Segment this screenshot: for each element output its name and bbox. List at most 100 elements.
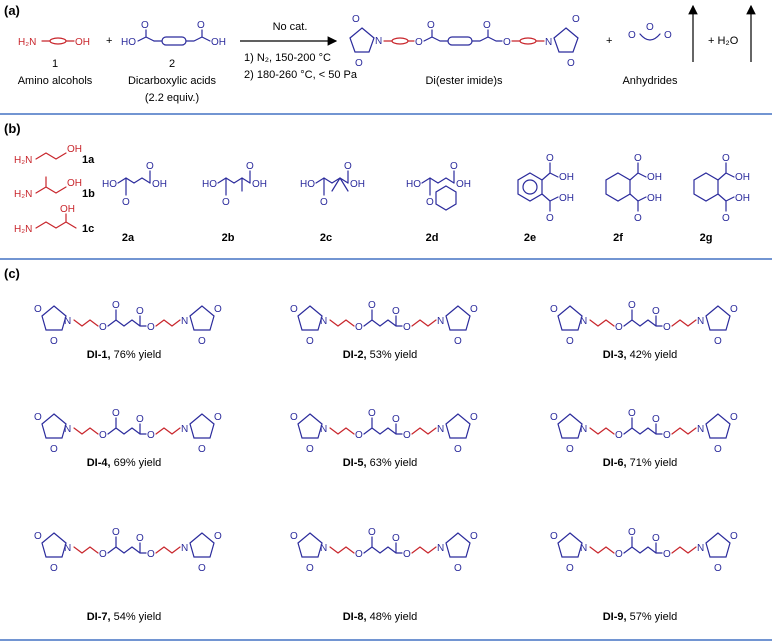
plus-sign-1: + (106, 35, 112, 47)
svg-text:O: O (136, 306, 144, 317)
product-id: DI-9, (603, 611, 627, 623)
svg-text:O: O (546, 213, 554, 224)
svg-text:O: O (403, 430, 411, 441)
svg-text:OH: OH (67, 144, 82, 155)
amine-1a-structure: H₂N OH (14, 144, 82, 166)
byproduct-name: Anhydrides (622, 75, 678, 87)
svg-text:O: O (403, 322, 411, 333)
svg-text:O: O (714, 444, 722, 455)
svg-text:O: O (628, 300, 636, 311)
svg-text:O: O (550, 304, 558, 315)
svg-text:OH: OH (456, 179, 471, 190)
svg-text:N: N (437, 424, 444, 435)
svg-text:O: O (550, 412, 558, 423)
svg-text:O: O (426, 197, 434, 208)
product-di-3-caption: DI-3, 42% yield (603, 349, 678, 361)
svg-text:O: O (503, 37, 511, 48)
product-yield: 57% yield (627, 611, 678, 623)
acid-2f-label: 2f (613, 232, 623, 244)
product-di-1-caption: DI-1, 76% yield (87, 349, 162, 361)
svg-text:O: O (197, 20, 205, 31)
svg-text:O: O (567, 58, 575, 69)
svg-text:O: O (566, 336, 574, 347)
svg-text:O: O (34, 412, 42, 423)
panel-a-label: (a) (4, 3, 20, 18)
svg-text:O: O (730, 531, 738, 542)
svg-text:O: O (652, 414, 660, 425)
amine-h2n-label: H₂N (18, 37, 36, 48)
acid-2b-label: 2b (222, 232, 235, 244)
amine-oh-label: OH (75, 37, 90, 48)
svg-text:O: O (355, 322, 363, 333)
svg-text:N: N (181, 424, 188, 435)
product-id: DI-5, (343, 457, 367, 469)
svg-text:O: O (652, 533, 660, 544)
svg-text:O: O (368, 527, 376, 538)
svg-text:O: O (198, 336, 206, 347)
product-yield: 63% yield (367, 457, 418, 469)
amino-alcohol-structure: H₂N OH (18, 37, 90, 48)
svg-text:O: O (146, 161, 154, 172)
svg-text:O: O (403, 549, 411, 560)
product-di-7-caption: DI-7, 54% yield (87, 611, 162, 623)
svg-text:O: O (355, 549, 363, 560)
svg-text:OH: OH (735, 193, 750, 204)
svg-text:OH: OH (152, 179, 167, 190)
product-id: DI-1, (87, 349, 111, 361)
svg-text:O: O (147, 322, 155, 333)
svg-text:O: O (470, 531, 478, 542)
svg-text:O: O (652, 306, 660, 317)
svg-text:H₂N: H₂N (14, 155, 32, 166)
water-byproduct: + H₂O (708, 35, 739, 47)
product-yield: 54% yield (111, 611, 162, 623)
amine-1a-label: 1a (82, 154, 95, 166)
product-di-9-caption: DI-9, 57% yield (603, 611, 678, 623)
svg-text:O: O (615, 549, 623, 560)
svg-text:N: N (64, 543, 71, 554)
svg-text:O: O (483, 20, 491, 31)
svg-text:O: O (222, 197, 230, 208)
svg-text:O: O (355, 58, 363, 69)
svg-text:O: O (628, 527, 636, 538)
svg-text:OH: OH (252, 179, 267, 190)
svg-text:O: O (634, 213, 642, 224)
svg-text:N: N (697, 543, 704, 554)
product-di-4-caption: DI-4, 69% yield (87, 457, 162, 469)
svg-text:O: O (50, 336, 58, 347)
svg-text:O: O (730, 412, 738, 423)
acid-2e-label: 2e (524, 232, 536, 244)
svg-text:O: O (646, 22, 654, 33)
svg-text:O: O (454, 563, 462, 574)
svg-text:N: N (697, 316, 704, 327)
product-id: DI-4, (87, 457, 111, 469)
amine-1c-label: 1c (82, 223, 94, 235)
dicarboxylic-acid-series: HOOOOH2aHOOOOH2bHOOOOH2cHOOOOH2dOOHOOH2e… (102, 153, 750, 244)
svg-text:N: N (697, 424, 704, 435)
acid-2g-label: 2g (700, 232, 713, 244)
svg-text:O: O (99, 430, 107, 441)
svg-text:O: O (141, 20, 149, 31)
svg-text:OH: OH (350, 179, 365, 190)
reactant1-number: 1 (52, 58, 58, 70)
svg-text:O: O (722, 213, 730, 224)
acid-2a-label: 2a (122, 232, 135, 244)
svg-text:O: O (572, 14, 580, 25)
svg-text:O: O (147, 549, 155, 560)
svg-text:OH: OH (559, 172, 574, 183)
anhydride-structure: O O O (628, 22, 672, 41)
svg-text:O: O (198, 563, 206, 574)
arrow-top-label: No cat. (273, 21, 308, 33)
svg-text:O: O (50, 563, 58, 574)
svg-text:O: O (730, 304, 738, 315)
